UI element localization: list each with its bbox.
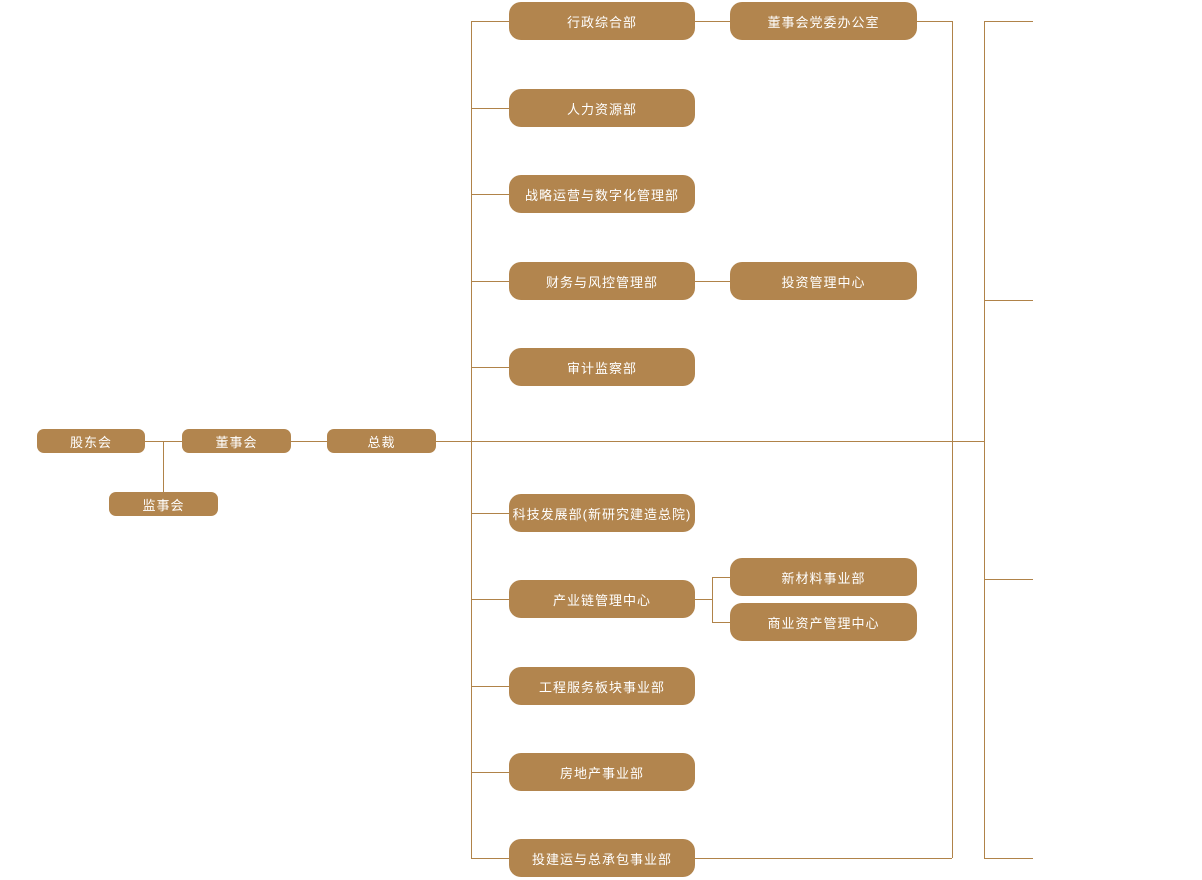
connector-line xyxy=(471,21,509,22)
org-node-investment-center: 投资管理中心 xyxy=(730,262,917,300)
org-node-finance-risk: 财务与风控管理部 xyxy=(509,262,695,300)
connector-line xyxy=(952,21,953,858)
org-node-industry-chain: 产业链管理中心 xyxy=(509,580,695,618)
connector-line xyxy=(917,21,952,22)
connector-line xyxy=(695,21,730,22)
connector-line xyxy=(984,858,1033,859)
org-node-human-resources: 人力资源部 xyxy=(509,89,695,127)
connector-line xyxy=(695,599,712,600)
connector-line xyxy=(984,21,985,858)
connector-line xyxy=(436,441,984,442)
connector-line xyxy=(712,622,730,623)
connector-line xyxy=(163,441,164,492)
connector-line xyxy=(695,858,952,859)
connector-line xyxy=(984,579,1033,580)
org-node-shareholders: 股东会 xyxy=(37,429,145,453)
connector-line xyxy=(984,300,1033,301)
connector-line xyxy=(712,577,730,578)
connector-line xyxy=(695,281,730,282)
connector-line xyxy=(712,577,713,622)
org-node-admin-general: 行政综合部 xyxy=(509,2,695,40)
org-node-new-materials: 新材料事业部 xyxy=(730,558,917,596)
connector-line xyxy=(471,599,509,600)
org-node-real-estate: 房地产事业部 xyxy=(509,753,695,791)
org-node-strategy-digital: 战略运营与数字化管理部 xyxy=(509,175,695,213)
connector-line xyxy=(471,21,472,858)
connector-line xyxy=(471,194,509,195)
org-node-invest-build-contract: 投建运与总承包事业部 xyxy=(509,839,695,877)
connector-line xyxy=(471,281,509,282)
org-node-audit-supervision: 审计监察部 xyxy=(509,348,695,386)
connector-line xyxy=(471,772,509,773)
connector-line xyxy=(471,367,509,368)
connector-line xyxy=(471,108,509,109)
org-node-tech-development: 科技发展部(新研究建造总院) xyxy=(509,494,695,532)
connector-line xyxy=(471,686,509,687)
connector-line xyxy=(291,441,327,442)
org-node-engineering-services: 工程服务板块事业部 xyxy=(509,667,695,705)
org-node-supervisory-board: 监事会 xyxy=(109,492,218,516)
connector-line xyxy=(984,21,1033,22)
connector-line xyxy=(471,513,509,514)
org-node-president: 总裁 xyxy=(327,429,436,453)
org-node-commercial-assets: 商业资产管理中心 xyxy=(730,603,917,641)
connector-line xyxy=(471,858,509,859)
org-node-board-of-directors: 董事会 xyxy=(182,429,291,453)
org-node-board-party-office: 董事会党委办公室 xyxy=(730,2,917,40)
